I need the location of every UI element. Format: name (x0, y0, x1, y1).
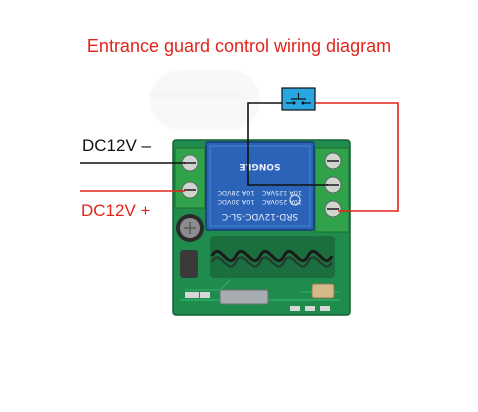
label-dc12v-negative: DC12V – (82, 136, 151, 155)
relay-rating-dc2: 10A 28VDC (217, 189, 255, 197)
antenna-coil (210, 236, 335, 278)
wire-switch-to-no (315, 102, 399, 212)
relay-cert-mark (289, 194, 301, 206)
relay-brand: SONGLE (240, 161, 281, 171)
relay: SRD-12VDC-SL-C 10A 250VAC 10A 30VDC 10A … (205, 141, 315, 231)
right-terminal-block (314, 147, 350, 233)
left-terminal-block (174, 147, 206, 209)
relay-rating-ac: 10A 250VAC (261, 198, 302, 206)
relay-model: SRD-12VDC-SL-C (222, 211, 298, 221)
relay-markings: SRD-12VDC-SL-C 10A 250VAC 10A 30VDC 10A … (217, 161, 302, 221)
small-components (180, 250, 335, 311)
push-button-icon (281, 87, 316, 111)
wire-switch-to-com (247, 102, 328, 186)
diagram-title: Entrance guard control wiring diagram (86, 36, 392, 56)
relay-rating-dc: 10A 30VDC (217, 198, 255, 206)
relay-rating-ac2: 10A 125VAC (261, 189, 302, 197)
capacitor (176, 214, 204, 242)
label-dc12v-positive: DC12V + (81, 201, 151, 220)
background-haze (150, 70, 260, 130)
wires (80, 102, 399, 212)
